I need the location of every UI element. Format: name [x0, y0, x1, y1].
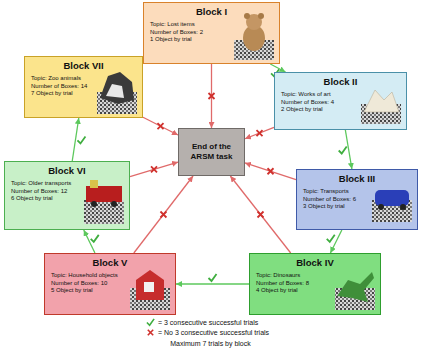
- fail-arrow: [143, 117, 178, 135]
- cross-symbol: [151, 166, 157, 172]
- art-picture: [361, 90, 401, 124]
- dinosaur-picture: [335, 272, 375, 310]
- check-symbol: [327, 235, 335, 242]
- block-detail: Topic: Dinosaurs: [250, 272, 380, 280]
- cross-symbol: [209, 93, 215, 99]
- transport-picture: [372, 190, 412, 222]
- check-symbol: [209, 274, 217, 281]
- block-detail: Number of Boxes: 10: [45, 280, 175, 288]
- block-title: Block VI: [5, 162, 129, 176]
- cross-symbol: [257, 130, 263, 136]
- old-transport-picture: [84, 180, 124, 224]
- block-detail: Number of Boxes: 8: [250, 280, 380, 288]
- block-title: Block II: [275, 73, 406, 87]
- fail-arrow: [134, 176, 193, 253]
- check-symbol: [91, 235, 99, 242]
- check-symbol: [339, 146, 347, 153]
- block-detail: 2 Object by trial: [275, 106, 406, 114]
- fail-arrow: [230, 176, 290, 253]
- end-box: End of the ARSM task: [178, 128, 245, 176]
- block-detail: Number of Boxes: 12: [5, 188, 129, 196]
- end-label: End of the ARSM task: [179, 140, 244, 164]
- block-box: Block V Topic: Household objectsNumber of…: [44, 253, 176, 315]
- block-box: Block II Topic: Works of artNumber of Box…: [274, 72, 407, 130]
- block-detail: Topic: Household objects: [45, 272, 175, 280]
- block-detail: 1 Object by trial: [144, 36, 279, 44]
- block-detail: 6 Object by trial: [5, 195, 129, 203]
- block-box: Block III Topic: TransportsNumber of Boxe…: [296, 169, 418, 230]
- block-title: Block IV: [250, 254, 380, 268]
- household-picture: [130, 270, 170, 310]
- block-detail: 7 Object by trial: [25, 90, 142, 98]
- block-detail: Number of Boxes: 4: [275, 99, 406, 107]
- block-detail: Number of Boxes: 6: [297, 196, 417, 204]
- block-box: Block IV Topic: DinosaursNumber of Boxes:…: [249, 253, 381, 315]
- success-arrow: [176, 283, 249, 284]
- block-detail: Topic: Older transports: [5, 180, 129, 188]
- block-title: Block III: [297, 170, 417, 184]
- check-symbol: [146, 318, 155, 327]
- block-detail: 4 Object by trial: [250, 287, 380, 295]
- note: Maximum 7 trials by block: [0, 339, 421, 348]
- cross-symbol: [158, 123, 164, 129]
- block-title: Block I: [144, 3, 279, 17]
- block-detail: Number of Boxes: 2: [144, 29, 279, 37]
- legend-text: = No 3 consecutive successful trials: [158, 328, 269, 337]
- block-detail: Number of Boxes: 14: [25, 83, 142, 91]
- cross-symbol: [146, 328, 155, 337]
- legend-row: = No 3 consecutive successful trials: [146, 328, 269, 337]
- cross-symbol: [258, 212, 264, 218]
- cross-symbol: [160, 212, 166, 218]
- cross-symbol: [268, 168, 274, 174]
- block-detail: 3 Object by trial: [297, 203, 417, 211]
- success-arrow: [330, 230, 341, 253]
- check-symbol: [77, 136, 85, 143]
- block-detail: Topic: Transports: [297, 188, 417, 196]
- success-arrow: [72, 118, 79, 161]
- block-title: Block V: [45, 254, 175, 268]
- lost-item-picture: [234, 13, 274, 60]
- block-detail: Topic: Works of art: [275, 91, 406, 99]
- legend-text: = 3 consecutive successful trials: [158, 318, 258, 327]
- block-title: Block VII: [25, 57, 142, 71]
- zoo-animal-picture: [97, 72, 137, 114]
- block-detail: 5 Object by trial: [45, 287, 175, 295]
- legend-row: = 3 consecutive successful trials: [146, 318, 258, 327]
- block-detail: Topic: Zoo animals: [25, 75, 142, 83]
- block-detail: Topic: Lost items: [144, 21, 279, 29]
- fail-arrow: [245, 163, 296, 180]
- block-box: Block VI Topic: Older transportsNumber of…: [4, 161, 130, 230]
- fail-arrow: [130, 162, 178, 176]
- block-box: Block I Topic: Lost itemsNumber of Boxes:…: [143, 2, 280, 64]
- success-arrow: [345, 130, 352, 169]
- block-box: Block VII Topic: Zoo animalsNumber of Box…: [24, 56, 143, 118]
- fail-arrow: [245, 127, 274, 138]
